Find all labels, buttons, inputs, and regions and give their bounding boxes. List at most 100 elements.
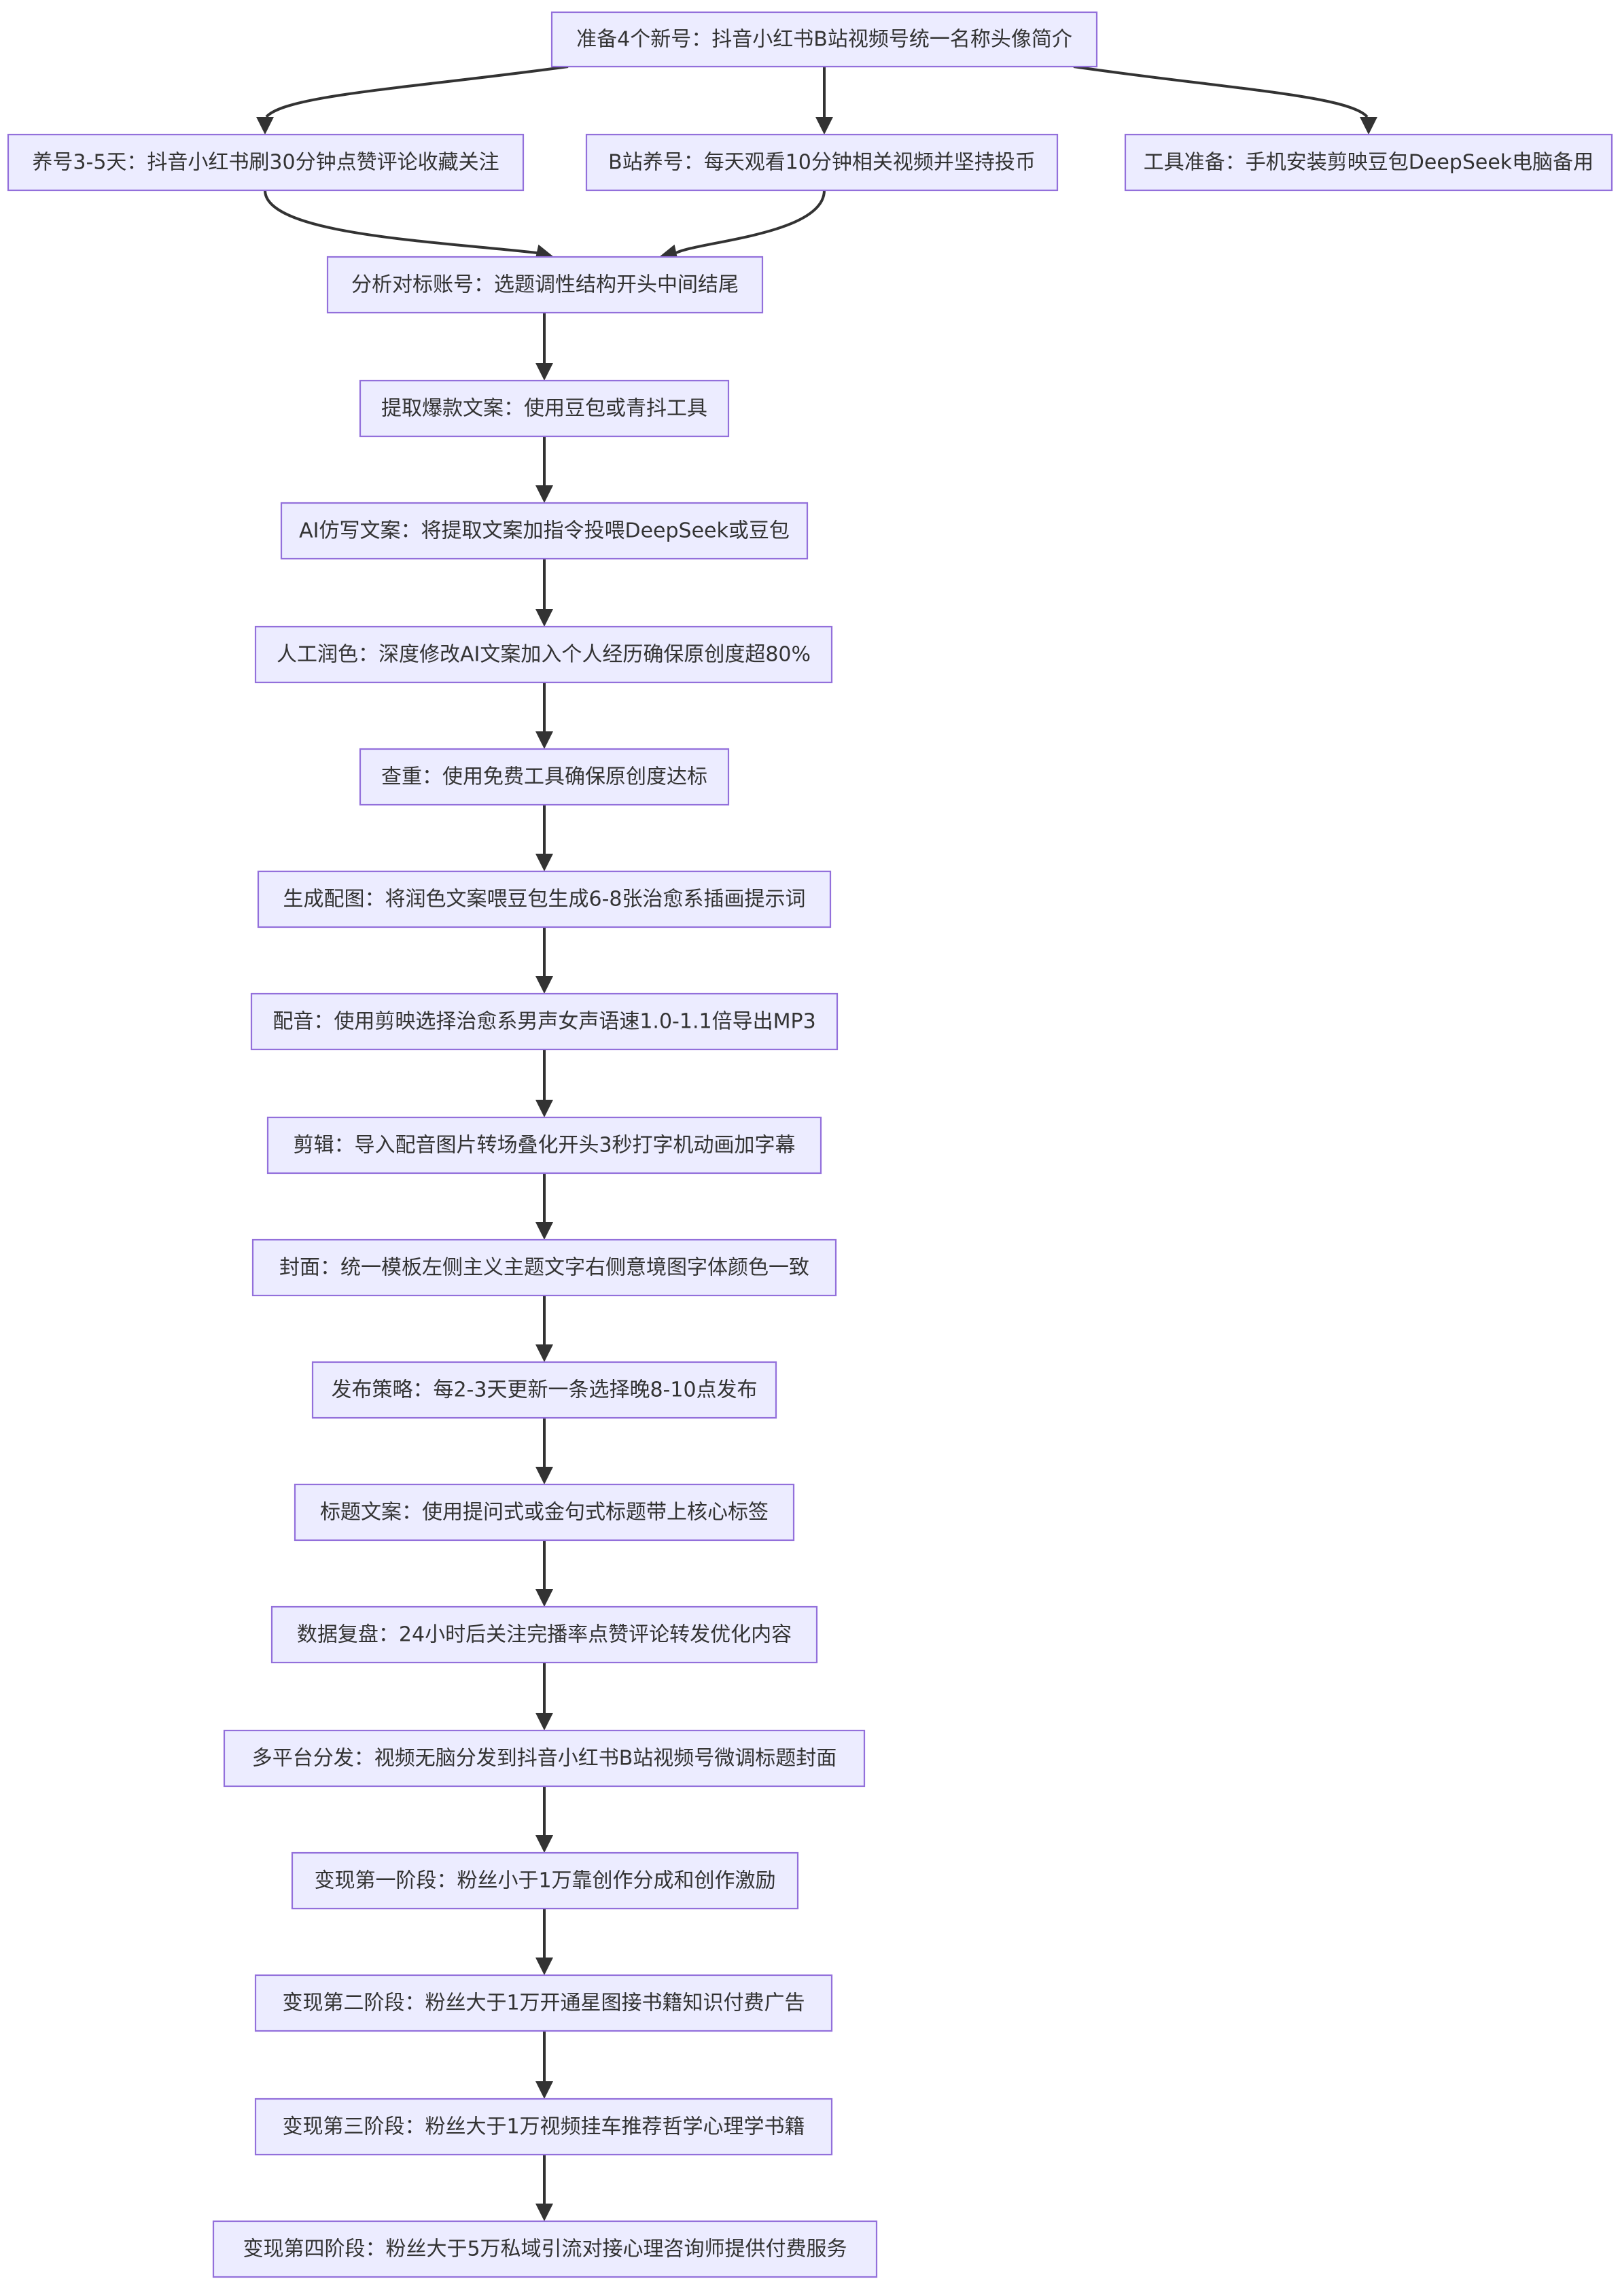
node-label: 封面：统一模板左侧主义主题文字右侧意境图字体颜色一致 <box>279 1256 809 1280</box>
flow-edge <box>535 927 553 994</box>
arrowhead <box>535 1222 553 1240</box>
flow-node: 变现第二阶段：粉丝大于1万开通星图接书籍知识付费广告 <box>254 1974 833 2032</box>
edge-line <box>675 190 826 254</box>
node-label: 剪辑：导入配音图片转场叠化开头3秒打字机动画加字幕 <box>293 1134 795 1158</box>
arrowhead <box>535 2081 553 2099</box>
flow-node: B站养号：每天观看10分钟相关视频并坚持投币 <box>585 133 1059 192</box>
edge-line <box>265 65 569 118</box>
node-label: 变现第二阶段：粉丝大于1万开通星图接书籍知识付费广告 <box>282 1991 805 2015</box>
node-label: B站养号：每天观看10分钟相关视频并坚持投币 <box>608 151 1036 175</box>
flow-edge <box>535 1663 553 1730</box>
node-box <box>1124 133 1613 192</box>
flow-edge <box>659 190 826 262</box>
node-box <box>223 1729 866 1788</box>
node-label: 生成配图：将润色文案喂豆包生成6-8张治愈系插画提示词 <box>283 888 806 911</box>
flow-node: 工具准备：手机安装剪映豆包DeepSeek电脑备用 <box>1124 133 1613 192</box>
node-label: 变现第三阶段：粉丝大于1万视频挂车推荐哲学心理学书籍 <box>282 2115 805 2139</box>
flow-edge <box>535 1786 553 1853</box>
arrowhead <box>535 1467 553 1484</box>
flow-node: 提取爆款文案：使用豆包或青抖工具 <box>359 379 730 438</box>
flow-node: 数据复盘：24小时后关注完播率点赞评论转发优化内容 <box>270 1605 818 1664</box>
flow-edge <box>815 67 833 135</box>
flow-node: 封面：统一模板左侧主义主题文字右侧意境图字体颜色一致 <box>251 1238 837 1297</box>
edges-layer <box>256 65 1377 2221</box>
node-box <box>254 1974 833 2032</box>
node-label: 多平台分发：视频无脑分发到抖音小红书B站视频号微调标题封面 <box>252 1747 837 1771</box>
flow-edge <box>535 682 553 749</box>
node-box <box>254 625 833 684</box>
node-label: 配音：使用剪映选择治愈系男声女声语速1.0-1.1倍导出MP3 <box>272 1010 815 1034</box>
node-label: 养号3-5天：抖音小红书刷30分钟点赞评论收藏关注 <box>32 151 499 175</box>
flow-edge <box>256 65 569 135</box>
node-box <box>7 133 525 192</box>
node-label: 查重：使用免费工具确保原创度达标 <box>381 765 707 789</box>
node-label: 发布策略：每2-3天更新一条选择晚8-10点发布 <box>331 1378 757 1402</box>
node-box <box>280 502 809 560</box>
edge-line <box>264 190 538 254</box>
flow-node: 变现第三阶段：粉丝大于1万视频挂车推荐哲学心理学书籍 <box>254 2098 833 2156</box>
node-label: 标题文案：使用提问式或金句式标题带上核心标签 <box>320 1501 769 1525</box>
node-label: 准备4个新号：抖音小红书B站视频号统一名称头像简介 <box>576 28 1072 52</box>
node-label: 工具准备：手机安装剪映豆包DeepSeek电脑备用 <box>1144 151 1593 175</box>
node-box <box>550 11 1098 68</box>
flow-edge <box>264 190 554 262</box>
node-label: AI仿写文案：将提取文案加指令投喂DeepSeek或豆包 <box>299 519 790 543</box>
flow-node: AI仿写文案：将提取文案加指令投喂DeepSeek或豆包 <box>280 502 809 560</box>
flow-node: 变现第四阶段：粉丝大于5万私域引流对接心理咨询师提供付费服务 <box>212 2220 878 2278</box>
arrowhead <box>535 1344 553 1362</box>
arrowhead <box>535 1713 553 1730</box>
arrowhead <box>535 854 553 871</box>
arrowhead <box>535 1100 553 1117</box>
flow-node: 多平台分发：视频无脑分发到抖音小红书B站视频号微调标题封面 <box>223 1729 866 1788</box>
flow-node: 养号3-5天：抖音小红书刷30分钟点赞评论收藏关注 <box>7 133 525 192</box>
node-box <box>294 1483 795 1542</box>
node-box <box>266 1116 822 1175</box>
arrowhead <box>815 117 833 135</box>
flow-edge <box>535 1909 553 1975</box>
arrowhead <box>256 117 274 135</box>
flow-edge <box>535 313 553 381</box>
flow-node: 标题文案：使用提问式或金句式标题带上核心标签 <box>294 1483 795 1542</box>
arrowhead <box>535 1589 553 1607</box>
node-label: 提取爆款文案：使用豆包或青抖工具 <box>381 397 707 421</box>
node-box <box>359 379 730 438</box>
arrowhead <box>535 2204 553 2221</box>
flow-edge <box>535 1418 553 1484</box>
arrowhead <box>535 1958 553 1975</box>
node-box <box>251 1238 837 1297</box>
edge-line <box>1073 65 1369 118</box>
flow-edge <box>1073 65 1377 135</box>
node-label: 人工润色：深度修改AI文案加入个人经历确保原创度超80% <box>277 643 811 667</box>
flow-edge <box>535 1295 553 1362</box>
arrowhead <box>535 976 553 994</box>
arrowhead <box>1360 117 1377 135</box>
node-box <box>585 133 1059 192</box>
flow-node: 人工润色：深度修改AI文案加入个人经历确保原创度超80% <box>254 625 833 684</box>
node-box <box>311 1361 777 1419</box>
arrowhead <box>535 609 553 627</box>
flow-edge <box>535 436 553 503</box>
flow-node: 生成配图：将润色文案喂豆包生成6-8张治愈系插画提示词 <box>257 870 832 928</box>
node-label: 变现第四阶段：粉丝大于5万私域引流对接心理咨询师提供付费服务 <box>243 2238 847 2261</box>
node-box <box>291 1851 799 1910</box>
node-box <box>359 748 730 806</box>
flow-node: 准备4个新号：抖音小红书B站视频号统一名称头像简介 <box>550 11 1098 68</box>
node-label: 数据复盘：24小时后关注完播率点赞评论转发优化内容 <box>297 1623 792 1647</box>
flow-node: 变现第一阶段：粉丝小于1万靠创作分成和创作激励 <box>291 1851 799 1910</box>
flow-node: 分析对标账号：选题调性结构开头中间结尾 <box>326 256 764 314</box>
flow-node: 剪辑：导入配音图片转场叠化开头3秒打字机动画加字幕 <box>266 1116 822 1175</box>
arrowhead <box>535 1835 553 1853</box>
flow-node: 发布策略：每2-3天更新一条选择晚8-10点发布 <box>311 1361 777 1419</box>
node-box <box>257 870 832 928</box>
flow-edge <box>535 2031 553 2099</box>
nodes-layer: 准备4个新号：抖音小红书B站视频号统一名称头像简介养号3-5天：抖音小红书刷30… <box>7 11 1613 2278</box>
flow-edge <box>535 1049 553 1117</box>
arrowhead <box>535 731 553 749</box>
node-label: 变现第一阶段：粉丝小于1万靠创作分成和创作激励 <box>314 1869 775 1893</box>
node-box <box>212 2220 878 2278</box>
flow-edge <box>535 2155 553 2221</box>
flow-edge <box>535 1173 553 1240</box>
node-box <box>326 256 764 314</box>
arrowhead <box>535 363 553 381</box>
